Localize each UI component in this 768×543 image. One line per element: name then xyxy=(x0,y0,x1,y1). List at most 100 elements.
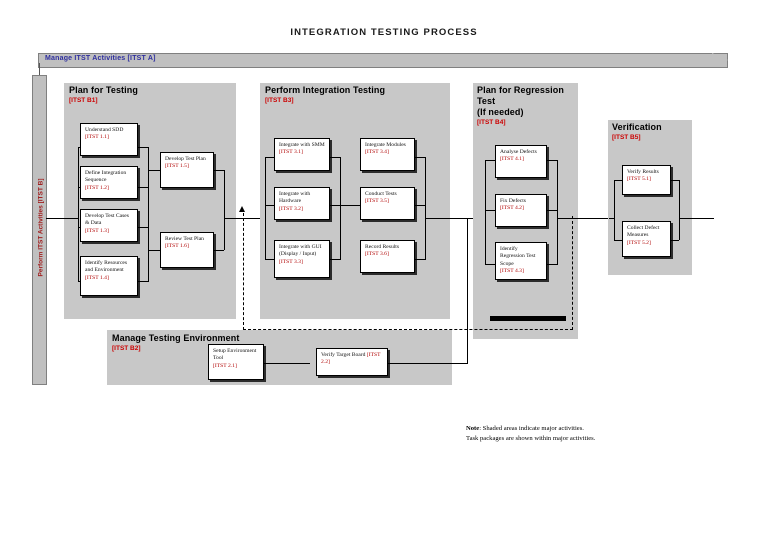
panel-manage-testing-environment xyxy=(107,330,452,385)
task-label: Integrate Modules xyxy=(365,142,406,148)
feedback-loop-arrow-icon xyxy=(239,206,245,212)
task-code: [ITST 3.2] xyxy=(279,205,303,212)
task-develop-test-cases-and-data[interactable]: Develop Test Cases & Data [ITST 1.3] xyxy=(80,209,138,242)
task-integrate-modules[interactable]: Integrate Modules [ITST 3.4] xyxy=(360,138,415,171)
task-review-test-plan[interactable]: Review Test Plan [ITST 1.6] xyxy=(160,232,214,268)
task-label: Fix Defects xyxy=(500,198,526,204)
connector xyxy=(609,218,614,220)
connector xyxy=(148,250,160,252)
task-identify-resources-and-environment[interactable]: Identify Resources and Environment [ITST… xyxy=(80,256,138,296)
task-code: [ITST 3.4] xyxy=(365,149,389,156)
connector xyxy=(265,205,275,207)
connector xyxy=(557,160,559,265)
connector xyxy=(330,205,340,207)
task-collect-defect-measures[interactable]: Collect Defect Measures [ITST 5.2] xyxy=(622,221,671,257)
task-code: [ITST 4.2] xyxy=(500,205,524,212)
connector xyxy=(485,264,495,266)
connector xyxy=(330,259,340,261)
task-integrate-with-hardware[interactable]: Integrate with Hardware [ITST 3.2] xyxy=(274,187,330,220)
task-code: [ITST 4.1] xyxy=(500,156,524,163)
task-label: Understand SDD xyxy=(85,127,124,133)
panel-plan-for-testing-title: Plan for Testing xyxy=(69,85,138,95)
connector xyxy=(138,187,148,189)
task-integrate-with-gui[interactable]: Integrate with GUI (Display / Input) [IT… xyxy=(274,240,330,278)
task-identify-regression-test-scope[interactable]: Identify Regression Test Scope [ITST 4.3… xyxy=(495,242,547,280)
banner-label: Manage ITST Activities [ITST A] xyxy=(45,55,156,62)
task-label: Review Test Plan xyxy=(165,236,204,242)
connector xyxy=(679,218,703,220)
task-code: [ITST 1.5] xyxy=(165,163,189,170)
connector xyxy=(485,210,495,212)
task-label: Analyse Defects xyxy=(500,149,537,155)
feedback-loop-dashed-riser xyxy=(243,213,244,330)
connector xyxy=(330,157,340,159)
task-analyse-defects[interactable]: Analyse Defects [ITST 4.1] xyxy=(495,145,547,178)
task-label: Develop Test Cases & Data xyxy=(85,213,129,227)
connector xyxy=(46,218,78,220)
task-develop-test-plan[interactable]: Develop Test Plan [ITST 1.5] xyxy=(160,152,214,188)
connector xyxy=(224,170,226,250)
banner-arrowhead-icon xyxy=(712,53,728,67)
perform-itst-activities-label: Perform ITST Activities [ITST B] xyxy=(37,178,45,277)
connector xyxy=(671,240,679,242)
task-code: [ITST 2.2] xyxy=(321,352,381,366)
connector xyxy=(264,363,310,365)
task-code: [ITST 3.5] xyxy=(365,198,389,205)
connector xyxy=(224,218,264,220)
task-code: [ITST 5.2] xyxy=(627,239,651,246)
task-label: Develop Test Plan xyxy=(165,156,206,162)
connector xyxy=(547,264,557,266)
note-line2: Task packages are shown within major act… xyxy=(466,434,596,442)
panel-perform-integration-testing-code: [ITST B3] xyxy=(265,97,294,104)
connector xyxy=(679,180,681,240)
note-label: Note xyxy=(466,425,480,432)
task-code: [ITST 5.1] xyxy=(627,176,651,183)
task-label: Integrate with GUI (Display / Input) xyxy=(279,244,322,258)
task-verify-target-board[interactable]: Verify Target Board [ITST 2.2] xyxy=(316,348,388,376)
task-label: Integrate with SMM xyxy=(279,142,325,148)
connector xyxy=(614,180,622,182)
panel-plan-for-testing-code: [ITST B1] xyxy=(69,97,98,104)
task-record-results[interactable]: Record Results [ITST 3.6] xyxy=(360,240,415,273)
feedback-loop-dashed-line xyxy=(243,329,573,330)
connector xyxy=(148,147,150,282)
connector xyxy=(265,157,267,260)
connector xyxy=(214,170,224,172)
task-integrate-with-smm[interactable]: Integrate with SMM [ITST 3.1] xyxy=(274,138,330,171)
connector xyxy=(265,259,275,261)
task-code: [ITST 1.3] xyxy=(85,227,109,234)
note-line1: : Shaded areas indicate major activities… xyxy=(479,425,584,432)
task-understand-sdd[interactable]: Understand SDD [ITST 1.1] xyxy=(80,123,138,156)
connector xyxy=(138,227,148,229)
connector xyxy=(485,160,487,265)
connector xyxy=(425,218,485,220)
task-define-integration-sequence[interactable]: Define Integration Sequence [ITST 1.2] xyxy=(80,166,138,199)
task-label: Identify Resources and Environment xyxy=(85,260,128,274)
connector xyxy=(138,281,148,283)
panel-manage-testing-environment-title: Manage Testing Environment xyxy=(112,333,240,343)
connector xyxy=(547,160,557,162)
task-code: [ITST 1.2] xyxy=(85,184,109,191)
feedback-loop-dashed-drop xyxy=(572,216,573,330)
panel-plan-for-regression-code: [ITST B4] xyxy=(477,119,506,126)
connector xyxy=(340,205,360,207)
task-code: [ITST 3.6] xyxy=(365,251,389,258)
panel-manage-testing-environment-code: [ITST B2] xyxy=(112,345,141,352)
task-fix-defects[interactable]: Fix Defects [ITST 4.2] xyxy=(495,194,547,227)
connector xyxy=(388,363,468,365)
task-setup-environment-tool[interactable]: Setup Environment Tool [ITST 2.1] xyxy=(208,344,264,380)
connector xyxy=(415,157,425,159)
panel-plan-for-regression-title-line1: Plan for Regression xyxy=(477,85,564,95)
task-conduct-tests[interactable]: Conduct Tests [ITST 3.5] xyxy=(360,187,415,220)
task-verify-results[interactable]: Verify Results [ITST 5.1] xyxy=(622,165,671,195)
perform-itst-activities-bar: Perform ITST Activities [ITST B] xyxy=(32,75,47,385)
connector xyxy=(265,157,275,159)
task-code: [ITST 4.3] xyxy=(500,268,524,275)
page-title: INTEGRATION TESTING PROCESS xyxy=(290,27,478,38)
panel-perform-integration-testing-title: Perform Integration Testing xyxy=(265,85,386,95)
task-code: [ITST 1.4] xyxy=(85,274,109,281)
connector xyxy=(214,250,224,252)
panel-verification-code: [ITST B5] xyxy=(612,134,641,141)
task-code: [ITST 3.1] xyxy=(279,149,303,156)
